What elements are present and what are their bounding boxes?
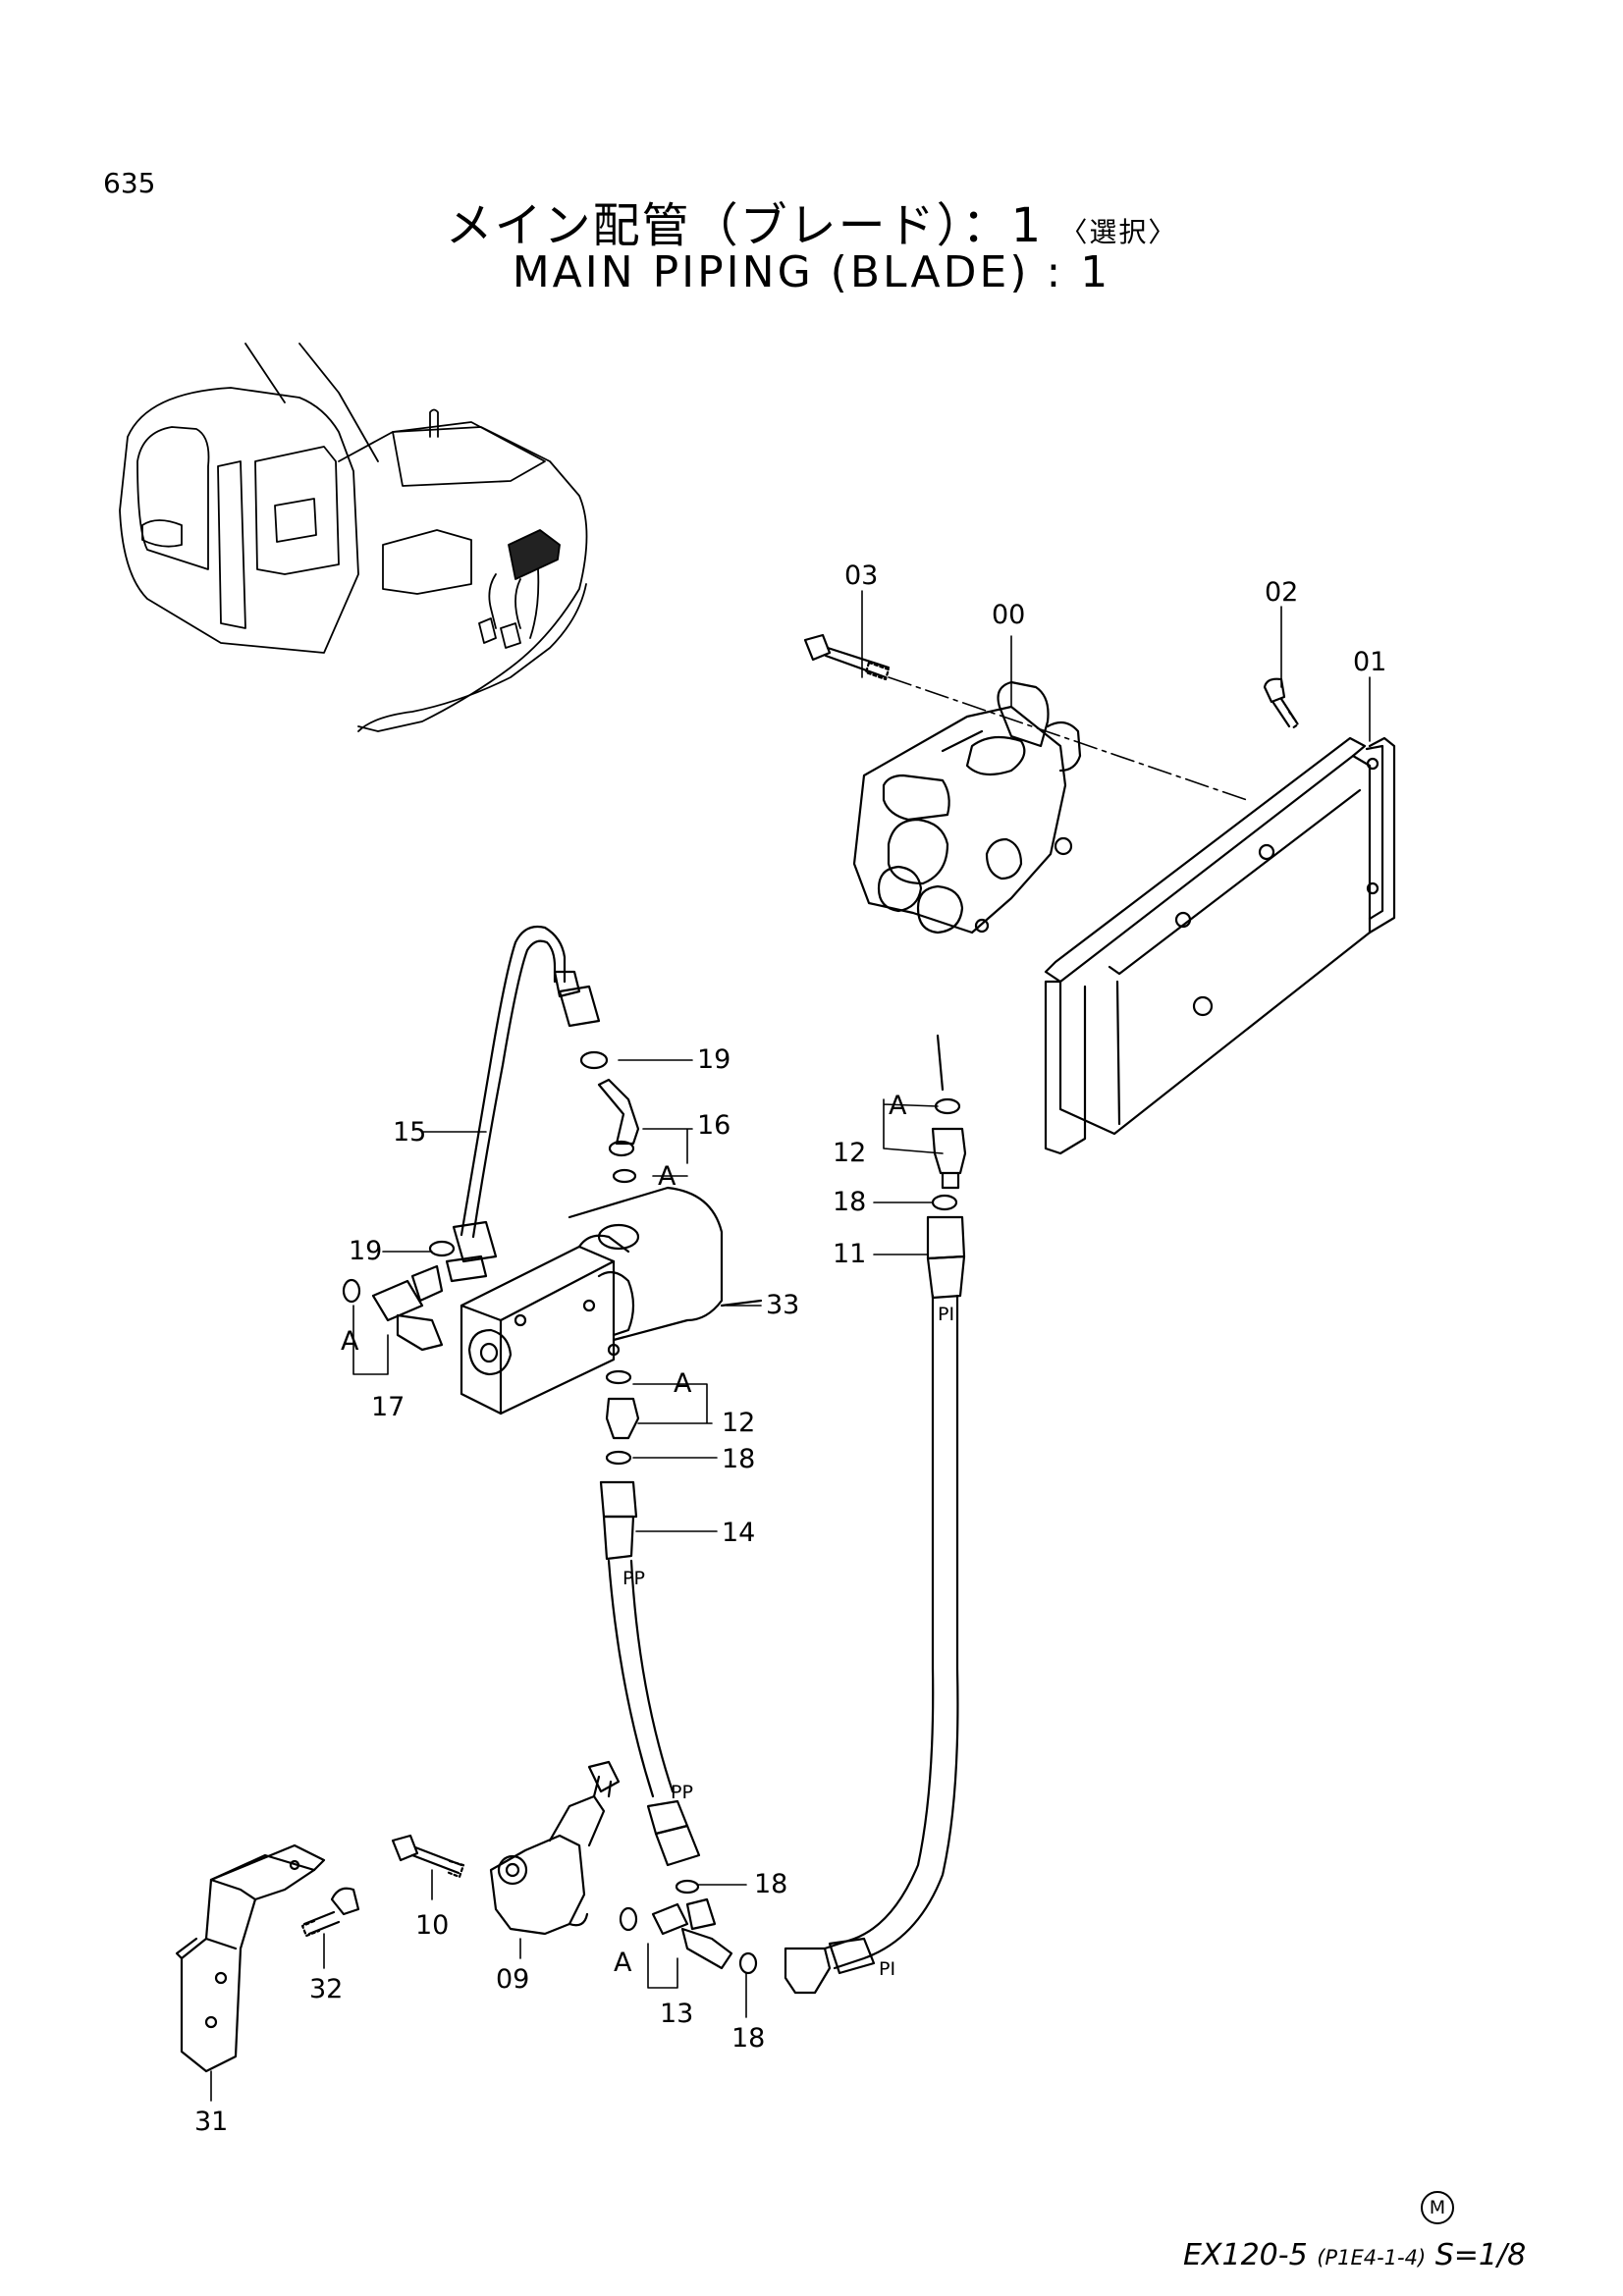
callout-31: 31 (194, 2107, 228, 2137)
footer-scale: S=1/8 (1434, 2238, 1527, 2272)
callout-16: 16 (697, 1110, 730, 1141)
callout-a-12-right: A (889, 1091, 907, 1121)
tee-part-17 (342, 1240, 456, 1352)
callout-a-17: A (341, 1326, 359, 1357)
callout-01: 01 (1353, 647, 1386, 677)
callout-10: 10 (415, 1910, 449, 1941)
label-pp-upper: PP (622, 1568, 645, 1589)
callout-14: 14 (722, 1518, 755, 1548)
footer-model: EX120-5 (1183, 2238, 1308, 2272)
callout-11: 11 (833, 1239, 866, 1269)
callout-18-right: 18 (833, 1187, 866, 1217)
callout-15: 15 (393, 1117, 426, 1148)
callout-a-12-lower: A (674, 1368, 692, 1399)
adapter-part-12-lower (605, 1369, 640, 1466)
callout-a-13: A (614, 1948, 632, 1978)
fitting-part-11 (926, 1215, 966, 1300)
callout-19-lower: 19 (349, 1236, 382, 1266)
callout-17: 17 (371, 1392, 405, 1422)
hose-pp-lower (607, 1559, 701, 1867)
callout-32: 32 (309, 1974, 343, 2004)
bolt-part-03 (803, 633, 891, 681)
callout-02: 02 (1265, 577, 1298, 608)
callout-00: 00 (992, 600, 1025, 630)
title-english: MAIN PIPING (BLADE) : 1 (512, 247, 1111, 297)
callout-13: 13 (660, 1999, 693, 2029)
callout-18-tee: 18 (754, 1869, 787, 1899)
machine-overview-illustration (119, 343, 588, 732)
label-pp-lower: PP (671, 1782, 693, 1803)
callout-33: 33 (766, 1290, 799, 1320)
title-selection-note: 〈選択〉 (1059, 216, 1178, 248)
callout-18-bottom: 18 (731, 2023, 765, 2054)
callout-12-right: 12 (833, 1138, 866, 1168)
m-mark: M (1421, 2191, 1454, 2224)
footer-code: (P1E4-1-4) (1317, 2246, 1427, 2269)
control-valve-part-00 (852, 676, 1248, 934)
elbow-part-16 (579, 1050, 640, 1184)
label-pi-upper: PI (938, 1304, 954, 1325)
callout-18-lower: 18 (722, 1444, 755, 1474)
hose-part-15 (445, 925, 601, 1283)
adapter-part-12-right (931, 1034, 967, 1211)
page-number: 635 (103, 167, 156, 199)
callout-09: 09 (496, 1964, 529, 1995)
callout-12-lower: 12 (722, 1408, 755, 1438)
callout-a-16: A (658, 1161, 676, 1192)
leader-lines (210, 590, 1371, 2102)
title-japanese: メイン配管（ブレード）：1 〈選択〉 (0, 187, 1623, 255)
fitting-part-14 (599, 1480, 638, 1561)
valve-part-09 (489, 1760, 621, 1936)
callout-03: 03 (844, 561, 878, 591)
title-japanese-text: メイン配管（ブレード）：1 (445, 198, 1044, 253)
bracket-part-01 (1044, 736, 1396, 1155)
tee-part-13 (619, 1879, 758, 1975)
bolt-part-32 (300, 1887, 360, 1938)
pilot-hose-right (784, 1294, 959, 1995)
bolt-part-10 (391, 1834, 465, 1879)
footer-reference: EX120-5 (P1E4-1-4) S=1/8 (1183, 2238, 1526, 2272)
callout-19-upper: 19 (697, 1044, 730, 1075)
bracket-part-31 (175, 1843, 326, 2073)
bolt-part-02 (1263, 677, 1300, 730)
pump-part-33 (460, 1186, 763, 1415)
label-pi-lower: PI (879, 1958, 895, 1980)
